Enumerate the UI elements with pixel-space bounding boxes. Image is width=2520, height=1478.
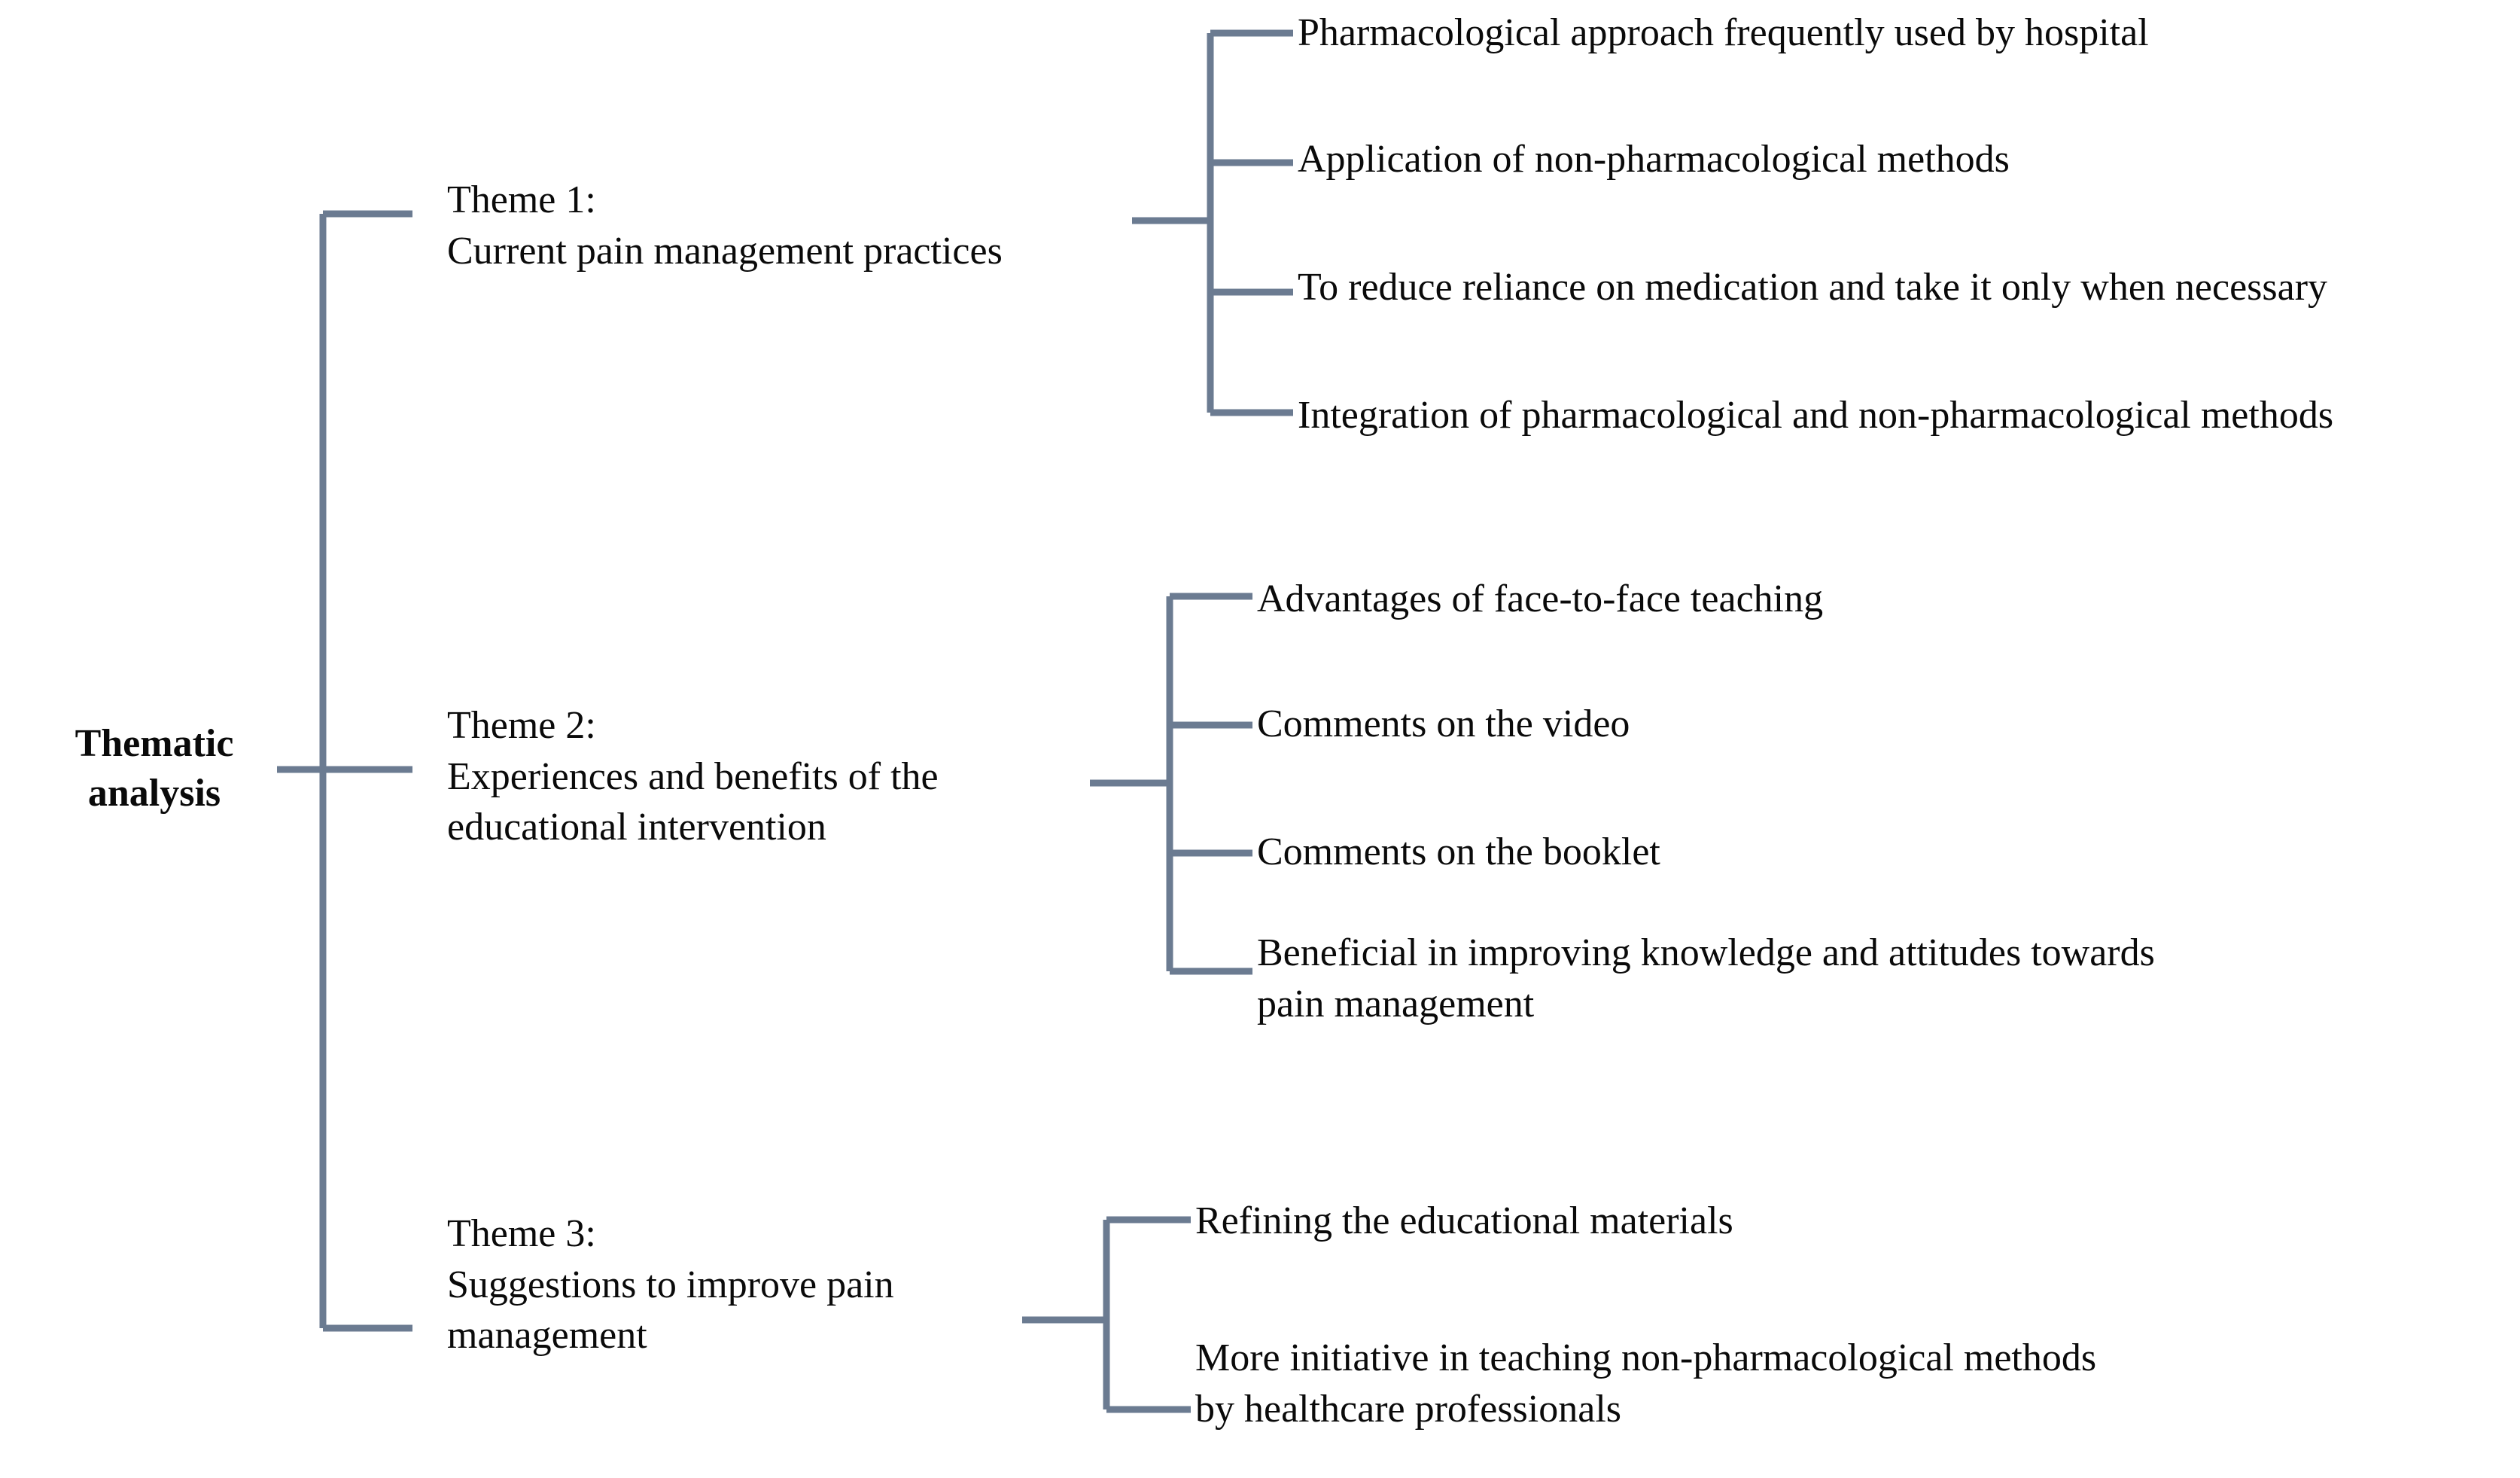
root-node-thematic-analysis: Thematic analysis (75, 722, 234, 815)
theme-node-1: Theme 1: Current pain management practic… (447, 178, 1003, 273)
theme-2-subtheme-4: Beneficial in improving knowledge and at… (1257, 931, 2155, 1025)
theme-2-subtheme-3: Comments on the booklet (1257, 830, 1660, 873)
theme-1-subtheme-4: Integration of pharmacological and non-p… (1298, 394, 2334, 437)
theme-node-3: Theme 3: Suggestions to improve pain man… (447, 1212, 894, 1358)
theme-1-subtheme-3: To reduce reliance on medication and tak… (1298, 266, 2328, 309)
theme-node-2: Theme 2: Experiences and benefits of the… (447, 704, 939, 849)
theme-1-subtheme-1: Pharmacological approach frequently used… (1298, 11, 2149, 54)
theme-3-subtheme-2: More initiative in teaching non-pharmaco… (1195, 1336, 2097, 1431)
theme-2-subtheme-1: Advantages of face-to-face teaching (1257, 577, 1824, 620)
theme-3-subtheme-1: Refining the educational materials (1195, 1199, 1733, 1242)
theme-2-subtheme-2: Comments on the video (1257, 702, 1630, 745)
theme-1-subtheme-2: Application of non-pharmacological metho… (1298, 138, 2010, 181)
